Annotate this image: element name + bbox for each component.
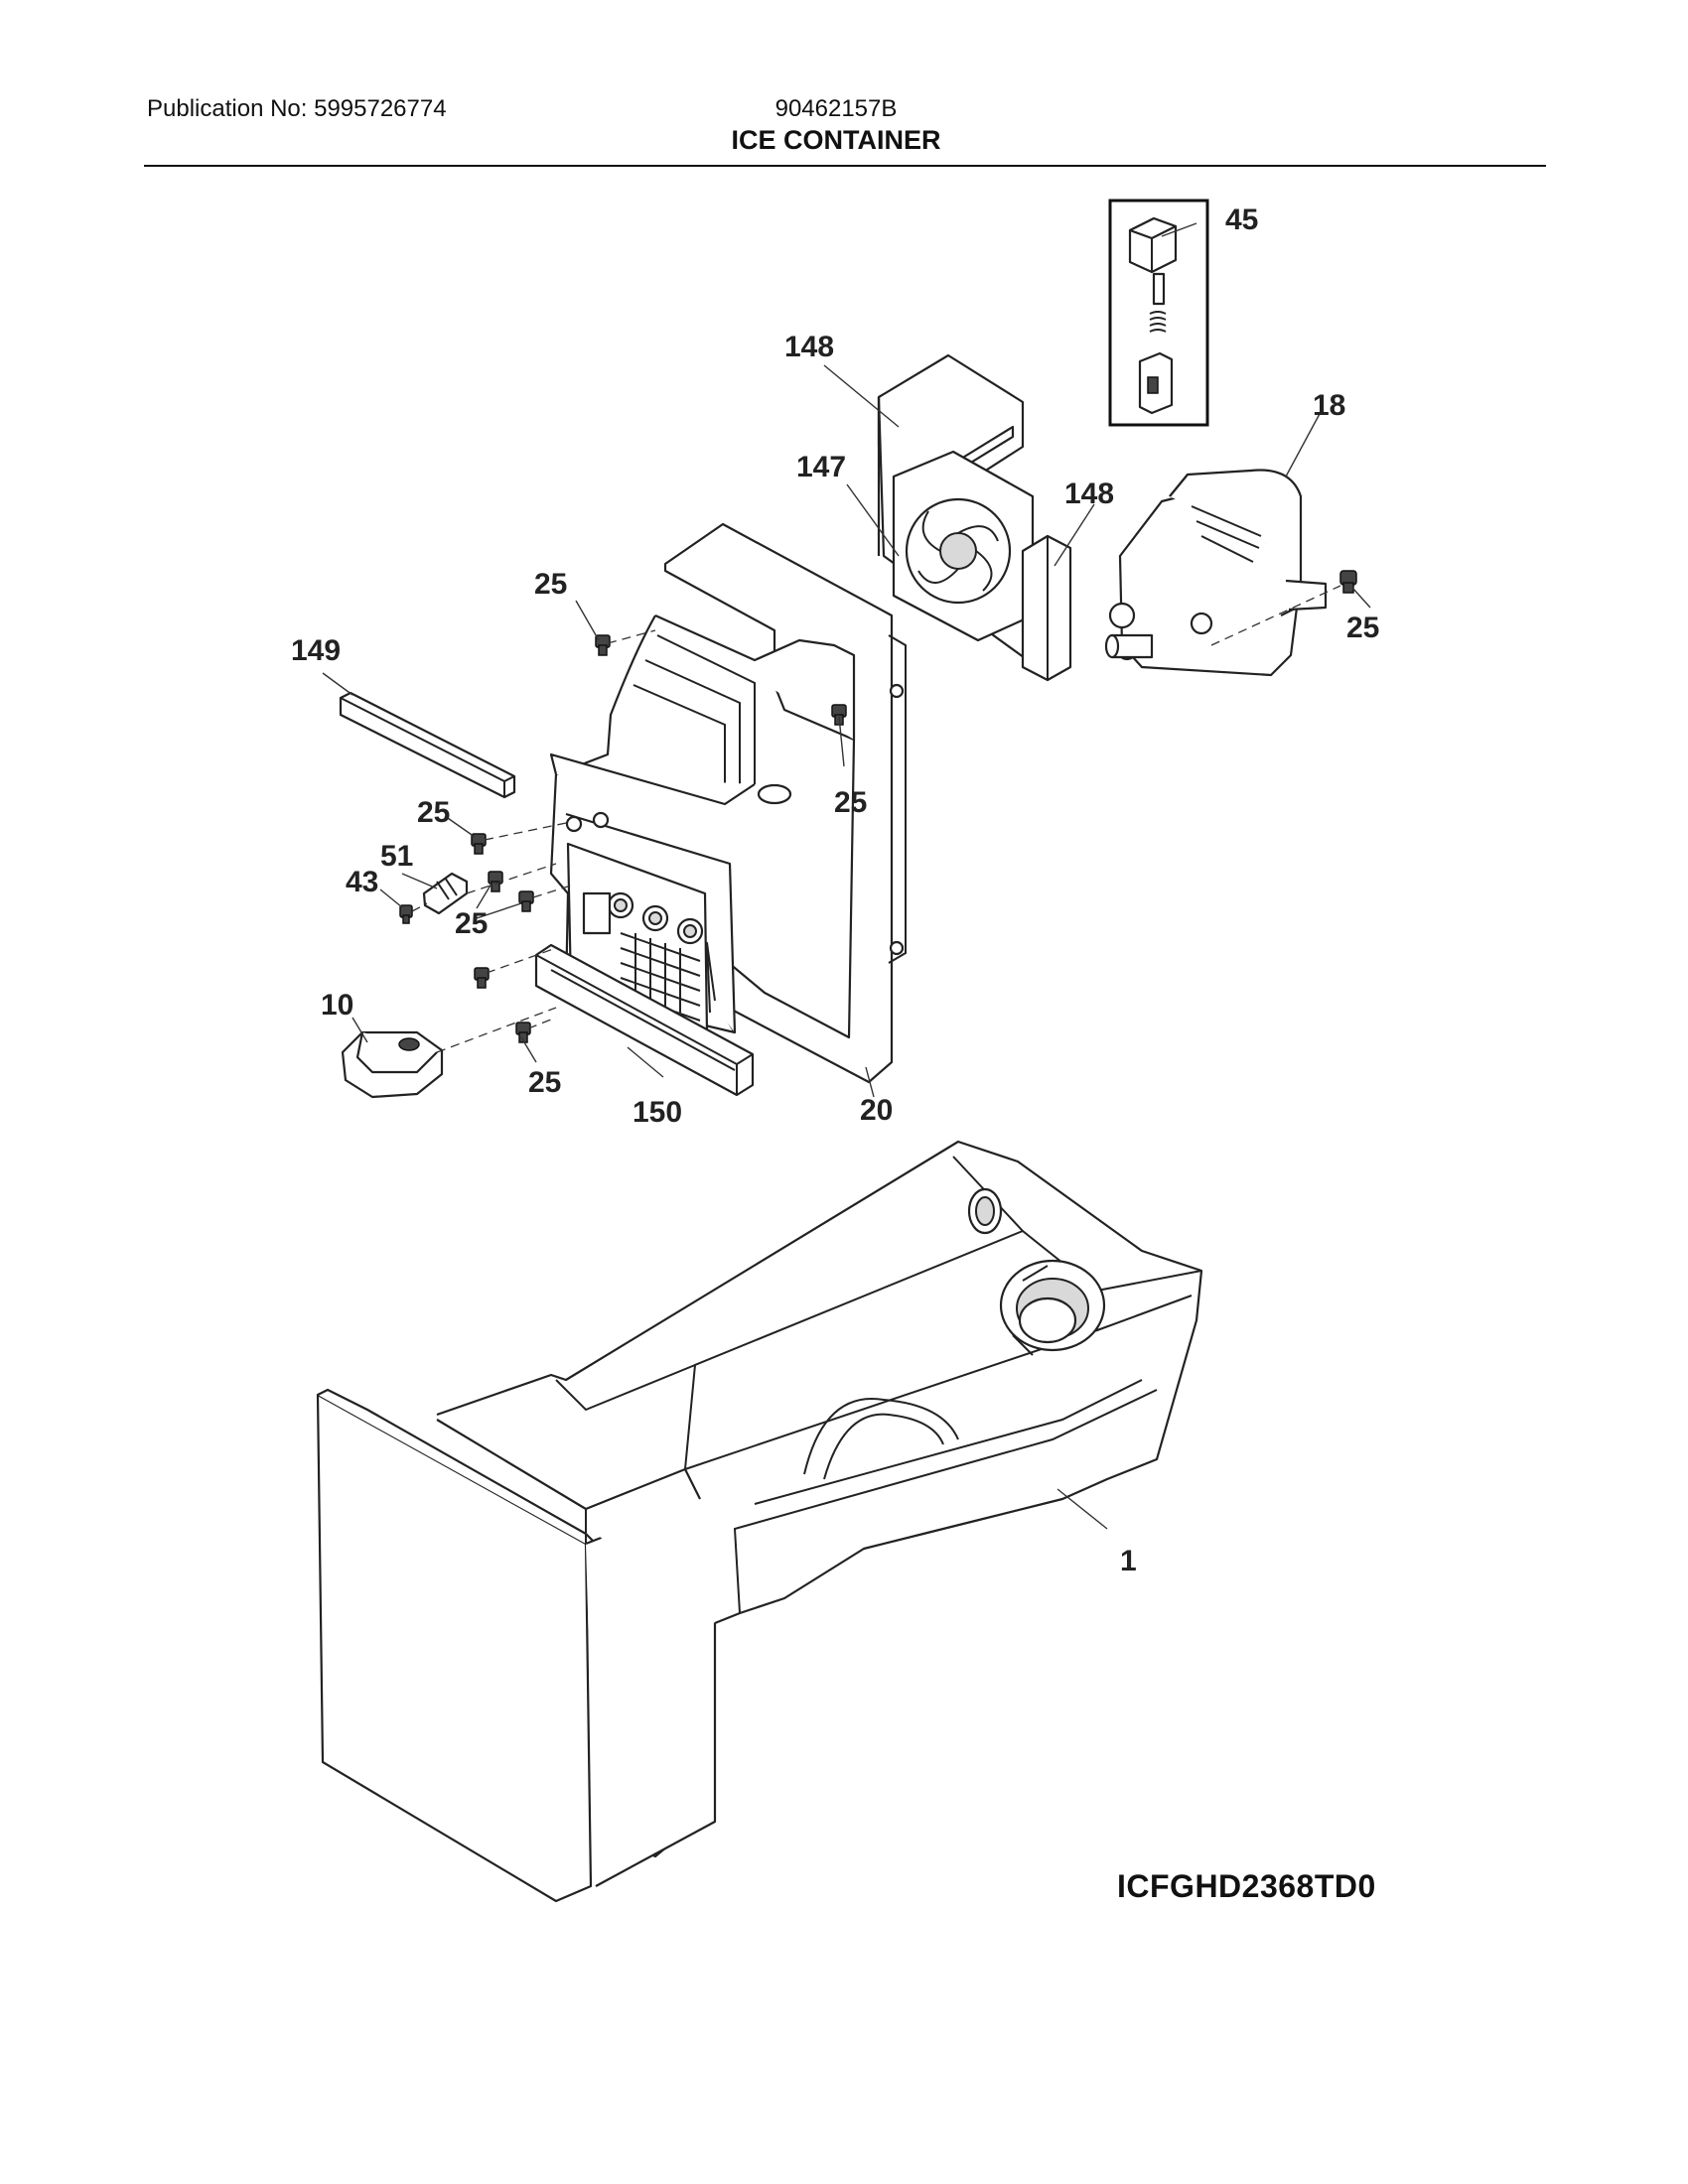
part-43-screw: [399, 904, 413, 924]
callout-43: 43: [346, 866, 378, 898]
callout-25-housing: 25: [834, 786, 867, 819]
callout-25-top: 25: [534, 568, 567, 601]
callout-25-left: 25: [417, 796, 450, 829]
part-148-side-bracket: [1021, 534, 1072, 682]
publication-number: Publication No: 5995726774: [147, 95, 447, 122]
header-divider: [144, 165, 1546, 167]
callout-1: 1: [1120, 1545, 1137, 1577]
callout-18: 18: [1313, 389, 1345, 422]
assembly-dashlines: [411, 629, 656, 1053]
model-code: ICFGHD2368TD0: [1117, 1868, 1376, 1904]
screw-25-left-low: [474, 967, 490, 989]
screw-25-left-mid1: [488, 871, 503, 892]
callout-51: 51: [380, 840, 413, 873]
part-25-screw-motor: [1339, 570, 1357, 594]
callout-150: 150: [633, 1096, 682, 1129]
screw-25-top-left: [595, 634, 611, 656]
document-code: 90462157B: [774, 95, 898, 122]
screw-25-left-mid2: [518, 890, 534, 912]
callout-25-motor: 25: [1346, 612, 1379, 644]
callout-20: 20: [860, 1094, 893, 1127]
callout-10: 10: [321, 989, 353, 1022]
part-150-channel: [534, 943, 755, 1097]
part-10-actuator-block: [341, 1030, 444, 1099]
part-149-insulation-strip: [339, 691, 516, 799]
leader-lines: [322, 222, 1371, 1530]
page-title: ICE CONTAINER: [731, 125, 941, 155]
callout-147: 147: [796, 451, 846, 483]
callout-149: 149: [291, 634, 341, 667]
motor-screw-dashline: [1210, 585, 1341, 646]
screw-25-left-upper: [471, 833, 487, 855]
callout-148-top: 148: [784, 331, 834, 363]
screw-25-bottom: [515, 1022, 531, 1043]
part-45-solenoid-inset: [1108, 199, 1209, 427]
callout-25-bottom: 25: [528, 1066, 561, 1099]
part-18-auger-motor: [1104, 469, 1328, 677]
part-147-fan: [892, 450, 1035, 642]
callout-25-mid: 25: [455, 907, 488, 940]
part-1-ice-bucket: [316, 1140, 1203, 1903]
callout-45: 45: [1225, 204, 1258, 236]
callout-148-right: 148: [1064, 478, 1114, 510]
